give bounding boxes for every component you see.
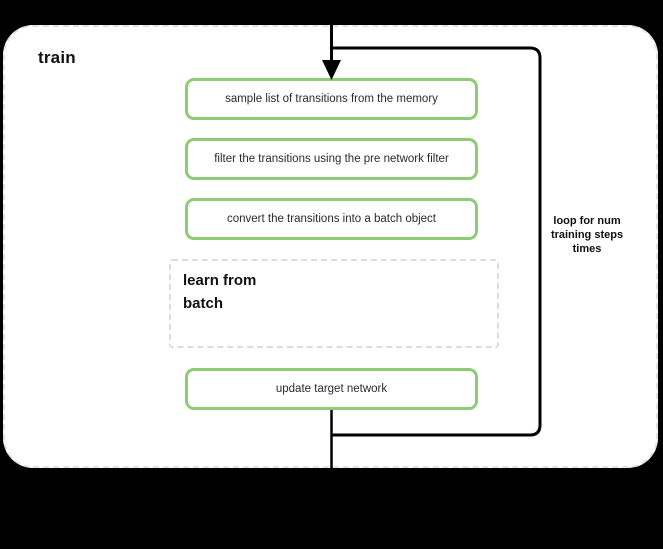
loop-label: loop for num training steps times	[550, 215, 624, 255]
learn-from-batch-title: learn from batch	[183, 272, 257, 312]
step-box-sample[interactable]: sample list of transitions from the memo…	[185, 78, 478, 120]
step-label-sample: sample list of transitions from the memo…	[225, 93, 438, 105]
step-box-filter[interactable]: filter the transitions using the pre net…	[185, 138, 478, 180]
step-label-convert: convert the transitions into a batch obj…	[226, 213, 437, 225]
step-label-filter: filter the transitions using the pre net…	[214, 153, 449, 165]
page-title: train	[38, 48, 76, 67]
learn-from-batch-block[interactable]: learn from batch	[169, 259, 499, 348]
step-box-convert[interactable]: convert the transitions into a batch obj…	[185, 198, 478, 240]
step-label-update: update target network	[275, 383, 388, 395]
step-box-update-target-network[interactable]: update target network	[185, 368, 478, 410]
